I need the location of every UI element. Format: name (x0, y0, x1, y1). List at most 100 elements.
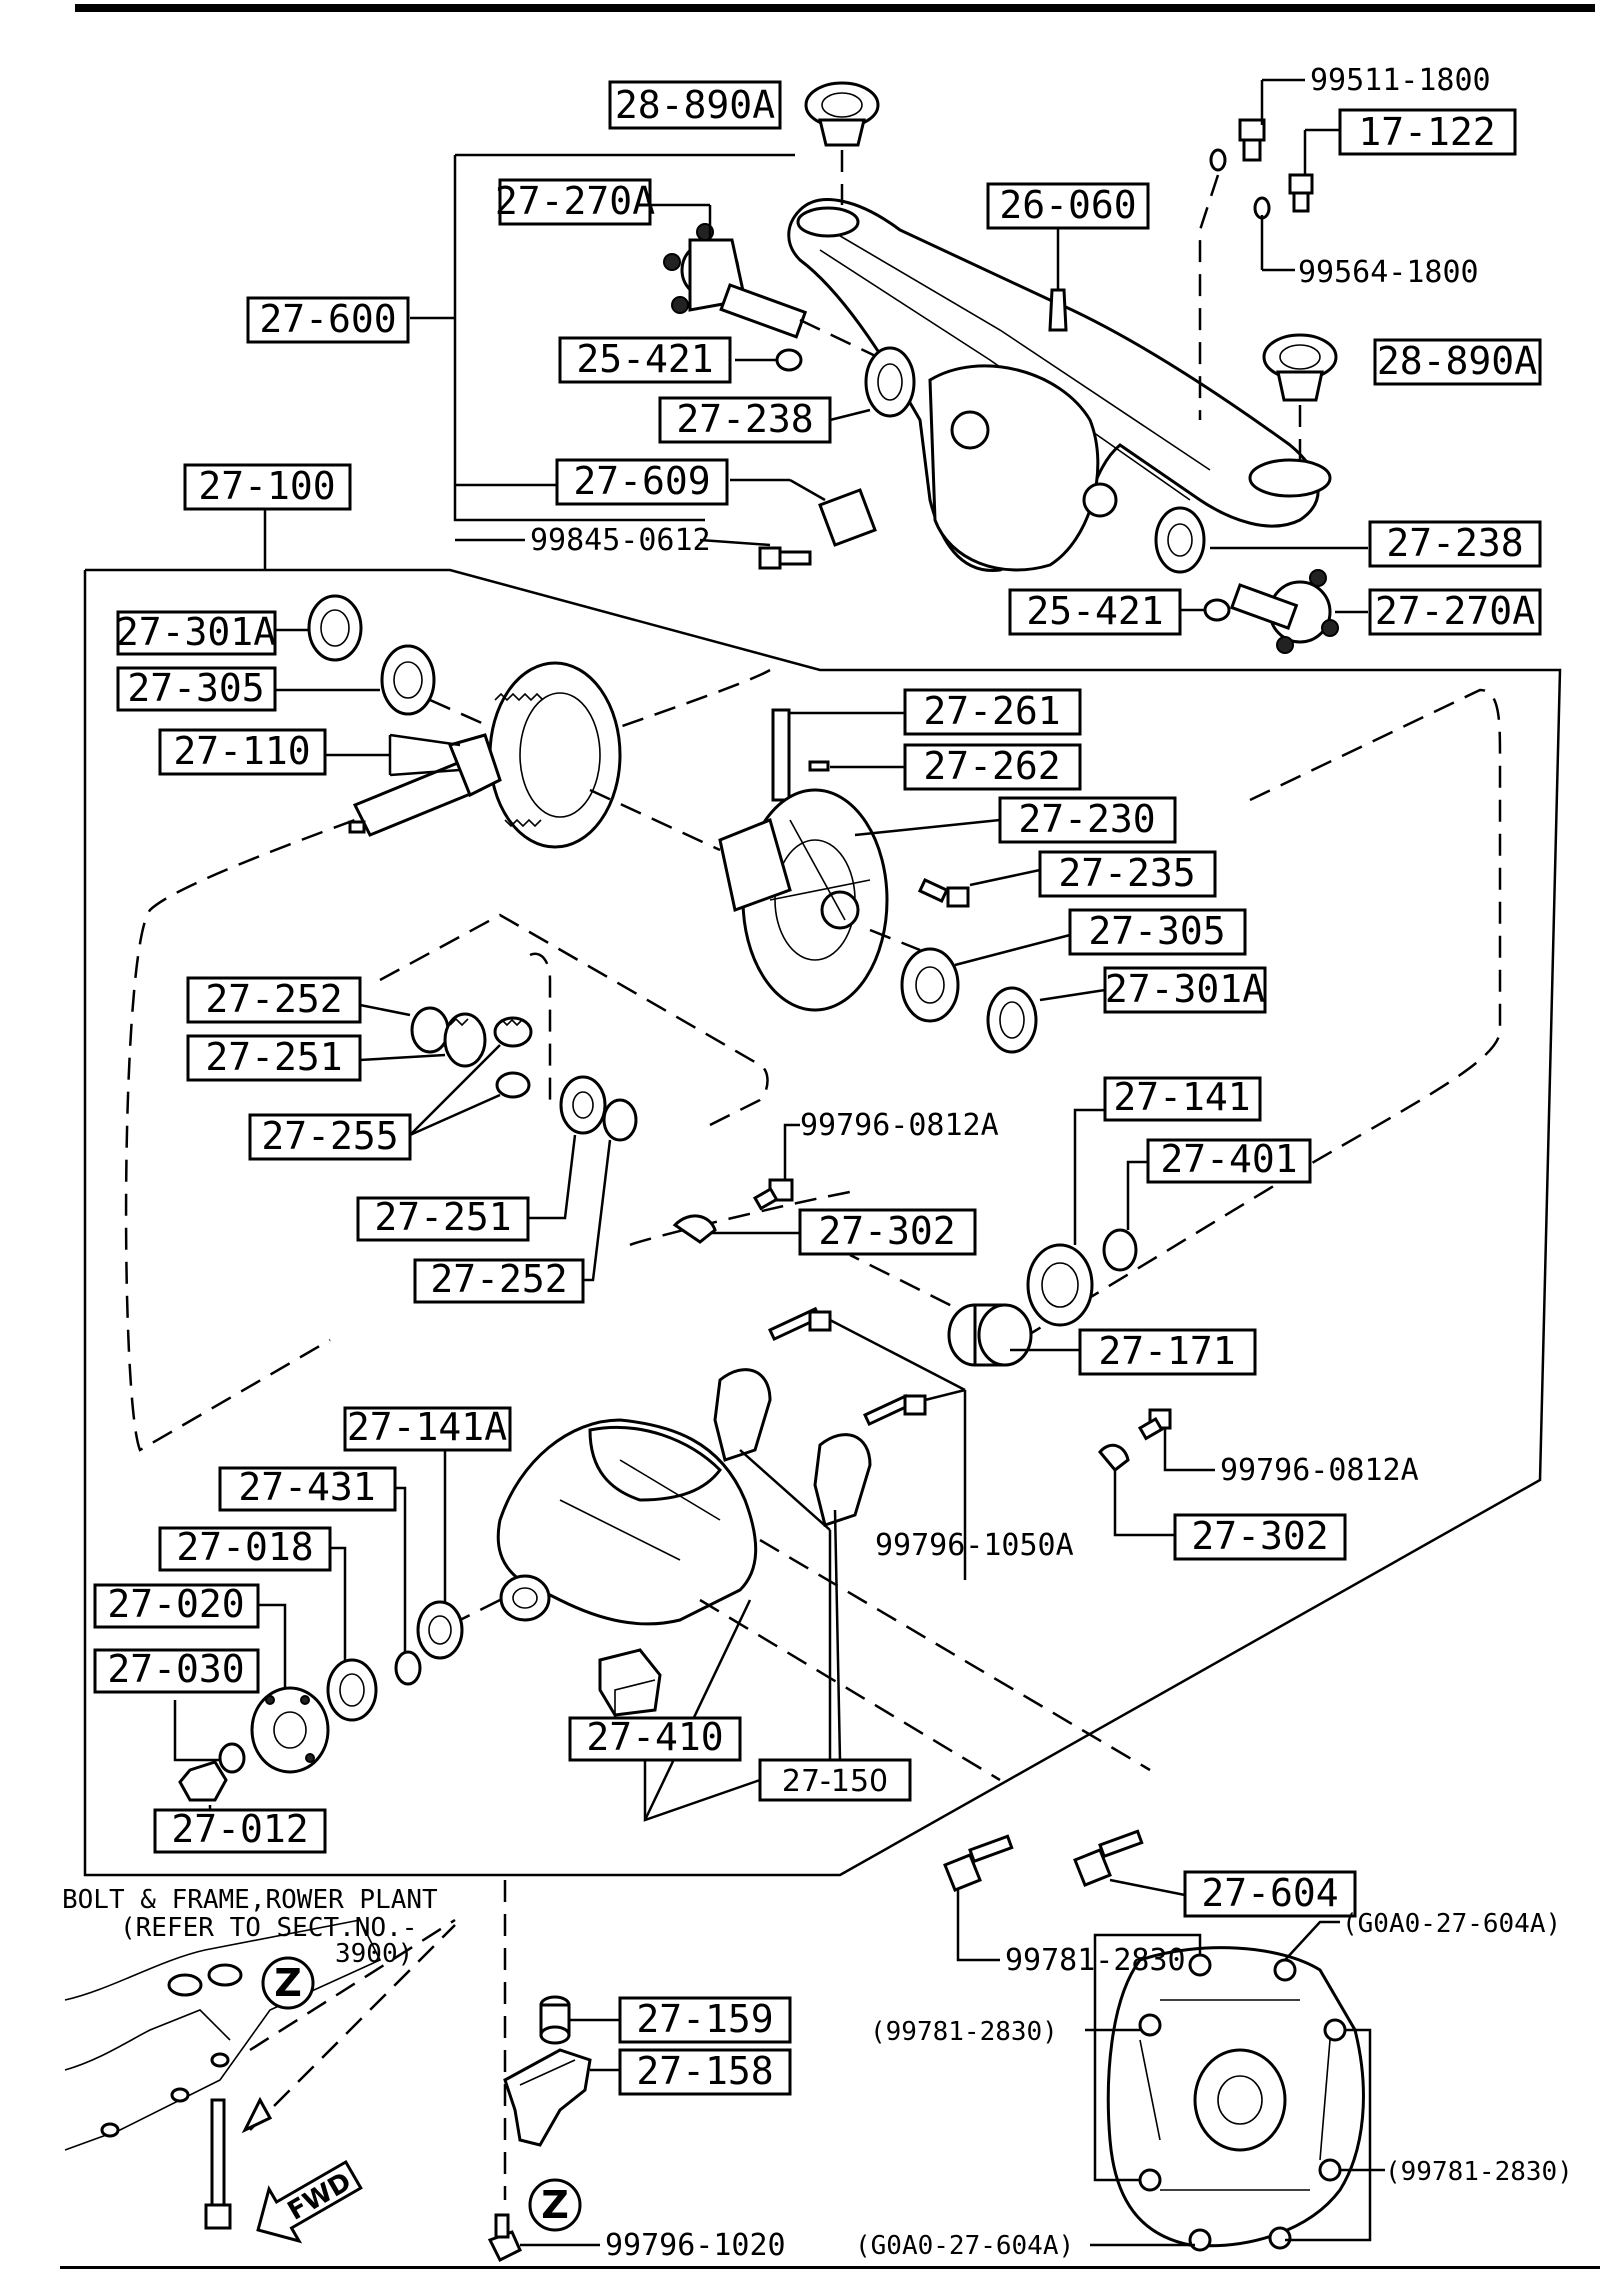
label-27-141: 27-141 (1113, 1075, 1250, 1119)
label-99564-1800: 99564-1800 (1298, 255, 1479, 290)
frame-27-100 (83, 505, 1562, 1877)
label-27-262: 27-262 (923, 744, 1060, 788)
bottom-rule (60, 2266, 1600, 2269)
dashed-outline-302 (629, 1188, 861, 1247)
flange-27-270A-right (1229, 569, 1368, 654)
bracket-27-302-low (1098, 1443, 1175, 1537)
box-26-060 (986, 182, 1150, 230)
label-27-012: 27-012 (171, 1807, 308, 1851)
box-27-609 (555, 458, 729, 506)
label-27-110: 27-110 (173, 729, 310, 773)
label-27-600: 27-600 (259, 297, 396, 341)
detail-99781-right: (99781-2830) (1385, 2157, 1573, 2187)
label-27-301A-left: 27-301A (116, 610, 276, 654)
label-27-100: 27-100 (198, 464, 335, 508)
label-27-305-left: 27-305 (127, 666, 264, 710)
box-27-018 (158, 1526, 332, 1572)
label-27-235: 27-235 (1058, 851, 1195, 895)
note-line-3: 3900) (335, 1939, 413, 1969)
box-27-302-low (1173, 1513, 1347, 1561)
block-27-410 (598, 1599, 761, 1822)
spacer-27-171 (947, 1303, 1080, 1367)
bolt-99796-0812A-top (752, 1123, 800, 1211)
housing-hole-2 (1082, 482, 1118, 518)
box-27-238-right (1368, 520, 1542, 568)
bracket-27-609 (730, 478, 877, 547)
label-27-158: 27-158 (636, 2049, 773, 2093)
z-mark-2: Z (541, 2183, 569, 2227)
bolt-99511-1800 (1238, 78, 1305, 162)
detail-g0a0-bottom: (G0A0-27-604A) (855, 2231, 1074, 2261)
label-99796-1020: 99796-1020 (605, 2228, 786, 2263)
label-27-251-top: 27-251 (205, 1035, 342, 1079)
box-25-421-right (1008, 588, 1182, 636)
label-27-431: 27-431 (238, 1465, 375, 1509)
seal-27-238-right (1154, 506, 1368, 574)
box-28-890A-right (1373, 338, 1542, 386)
label-27-401: 27-401 (1160, 1137, 1297, 1181)
washer-27-030 (173, 1700, 246, 1774)
bearing-27-141A (416, 1450, 464, 1660)
differential-case (419, 1418, 1151, 1782)
box-27-255 (248, 1113, 412, 1161)
crossmember-rib-2 (819, 249, 1191, 501)
z-marker-frame: Z (261, 1956, 315, 2010)
label-99781-2830: 99781-2830 (1005, 1943, 1186, 1978)
gear-27-251-low (528, 1075, 607, 1220)
box-27-261 (903, 688, 1082, 736)
bearing-27-301A-right (986, 986, 1106, 1054)
box-27-301A-right (1103, 966, 1267, 1014)
label-27-030: 27-030 (107, 1647, 244, 1691)
box-27-305-right (1068, 908, 1247, 956)
box-27-238-left (658, 396, 832, 444)
mount-28-890A-top (804, 81, 880, 205)
clip-25-421-right (1180, 598, 1231, 622)
bearing-27-141 (1026, 1108, 1105, 1327)
box-27-020 (93, 1583, 260, 1629)
note-line-2: (REFER TO SECT.NO.- (120, 1913, 417, 1943)
flange-27-020 (250, 1603, 330, 1774)
washer-27-252-top (359, 1003, 450, 1054)
label-99796-0812A-top: 99796-0812A (800, 1108, 999, 1143)
box-25-421-top (558, 336, 732, 384)
box-27-251-top (186, 1034, 362, 1082)
label-27-261: 27-261 (923, 689, 1060, 733)
z-marker-bracket: Z (528, 2178, 582, 2232)
label-28-890A-top: 28-890A (615, 83, 775, 127)
label-27-305-right: 27-305 (1088, 909, 1225, 953)
box-27-158 (618, 2048, 792, 2096)
crossmember-mount-left (796, 206, 860, 238)
detail-99781-left: (99781-2830) (870, 2017, 1058, 2047)
bearing-27-305-right (900, 933, 1071, 1023)
label-27-270A-top: 27-270A (495, 179, 655, 223)
box-27-171 (1078, 1328, 1257, 1376)
box-27-235 (1038, 850, 1217, 898)
box-27-012 (153, 1808, 327, 1854)
label-27-020: 27-020 (107, 1582, 244, 1626)
dashed-outline-left (124, 668, 771, 1452)
carrier-27-230 (718, 788, 1001, 1012)
gear-27-251-top (359, 1012, 487, 1068)
label-27-301A-right: 27-301A (1105, 967, 1265, 1011)
label-99511-1800: 99511-1800 (1310, 63, 1491, 98)
box-27-600 (246, 296, 410, 344)
label-27-252-low: 27-252 (430, 1257, 567, 1301)
box-27-302-top (798, 1208, 977, 1256)
label-27-251-low: 27-251 (374, 1195, 511, 1239)
dashed-outline-gears (529, 952, 552, 1100)
box-27-251-low (356, 1196, 530, 1242)
label-27-141A: 27-141A (347, 1405, 507, 1449)
shaft-27-261 (771, 708, 905, 802)
clip-25-421-left (735, 348, 803, 372)
pin-27-262 (808, 760, 905, 772)
pinion-27-255 (409, 1016, 533, 1137)
box-27-159 (618, 1996, 792, 2044)
box-27-604 (1183, 1870, 1357, 1918)
box-27-252-low (413, 1258, 585, 1304)
caps-27-150 (713, 1368, 872, 1761)
label-99796-0812A-low: 99796-0812A (1220, 1453, 1419, 1488)
crossmember-rib-1 (829, 229, 1211, 471)
stud-26-060 (1048, 222, 1068, 332)
mount-28-890A-right (1262, 333, 1338, 460)
